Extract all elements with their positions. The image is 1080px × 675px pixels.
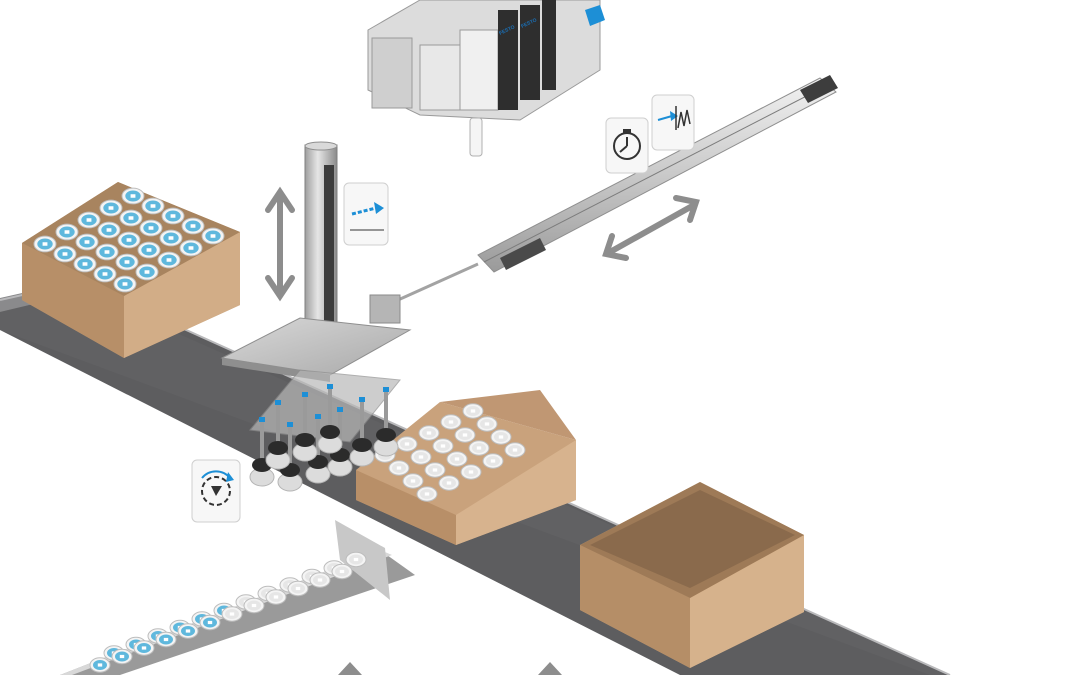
white-cups-grid (374, 403, 526, 502)
blue-cup (117, 231, 141, 249)
tray-cup (331, 563, 353, 580)
blue-cup (201, 227, 225, 245)
blue-cup (139, 219, 163, 237)
white-cup (410, 449, 432, 465)
blue-cup (115, 253, 139, 271)
blue-cup (161, 207, 185, 225)
tray-cup (111, 648, 133, 665)
blue-cup (97, 221, 121, 239)
suction-cup (373, 387, 399, 457)
blue-cup (75, 233, 99, 251)
bottom-arrows (338, 662, 562, 675)
blue-cup (121, 187, 145, 205)
tray-cup (345, 551, 367, 568)
blue-cup (99, 199, 123, 217)
stopwatch-icon (605, 117, 649, 174)
blue-cup (53, 245, 77, 263)
blue-cup (141, 197, 165, 215)
white-cup (402, 473, 424, 489)
blue-cup (181, 217, 205, 235)
suction-cup (265, 400, 291, 470)
tray-cups (89, 551, 367, 673)
white-cup (482, 453, 504, 469)
white-cup (396, 436, 418, 452)
white-cup (418, 425, 440, 441)
blue-cup (179, 239, 203, 257)
blue-cup (157, 251, 181, 269)
soft-stop-icon (651, 94, 695, 151)
white-cup (460, 464, 482, 480)
white-cup (424, 462, 446, 478)
blue-cup (73, 255, 97, 273)
speed-arrow-icon (343, 182, 389, 246)
tray-cup (155, 631, 177, 648)
blue-cup (135, 263, 159, 281)
white-cup (476, 416, 498, 432)
valve-terminal: FESTO FESTO (367, 0, 605, 157)
white-cup (468, 440, 490, 456)
vertical-motion-arrow (265, 186, 295, 302)
white-cup (462, 403, 484, 419)
vacuum-grippers (249, 384, 399, 492)
tray-cup (133, 640, 155, 656)
white-cup (432, 438, 454, 454)
rotation-icon (191, 459, 241, 523)
blue-cup (113, 275, 137, 293)
white-cup (446, 451, 468, 467)
white-cup (388, 460, 410, 476)
tray-cup (265, 589, 287, 605)
blue-cups-grid (33, 187, 225, 293)
blue-cup (77, 211, 101, 229)
suction-cup (292, 392, 318, 462)
tray-cup (177, 623, 199, 639)
blue-cup (93, 265, 117, 283)
suction-cup (349, 397, 375, 467)
blue-cup (33, 235, 57, 253)
tray-cup (243, 597, 265, 614)
blue-cup (119, 209, 143, 227)
electric-linear-axis (369, 75, 838, 324)
white-cup (416, 486, 438, 502)
suction-cup (317, 384, 343, 454)
tray-cup (89, 657, 111, 673)
blue-cup (137, 241, 161, 259)
box-empty (580, 482, 804, 668)
white-cup (438, 475, 460, 491)
white-cup (504, 442, 526, 458)
blue-cup (55, 223, 79, 241)
white-cup (454, 427, 476, 443)
white-cup (490, 429, 512, 445)
tray-cup (199, 614, 221, 631)
tray-cup (287, 580, 309, 597)
suction-cup (305, 414, 331, 484)
tray-cup (309, 572, 331, 588)
blue-cup (159, 229, 183, 247)
blue-cup (95, 243, 119, 261)
tray-cup (221, 606, 243, 622)
horizontal-motion-arrow (602, 195, 700, 261)
white-cup (440, 414, 462, 430)
